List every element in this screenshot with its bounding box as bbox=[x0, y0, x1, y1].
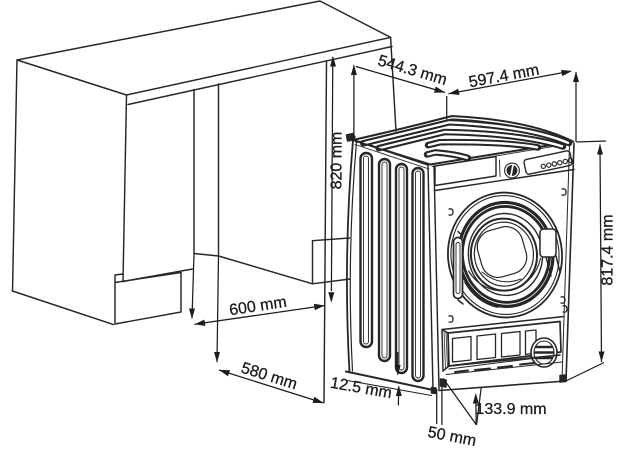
svg-text:133.9 mm: 133.9 mm bbox=[475, 401, 546, 418]
svg-text:817.4 mm: 817.4 mm bbox=[600, 214, 617, 285]
svg-text:820 mm: 820 mm bbox=[329, 132, 346, 190]
